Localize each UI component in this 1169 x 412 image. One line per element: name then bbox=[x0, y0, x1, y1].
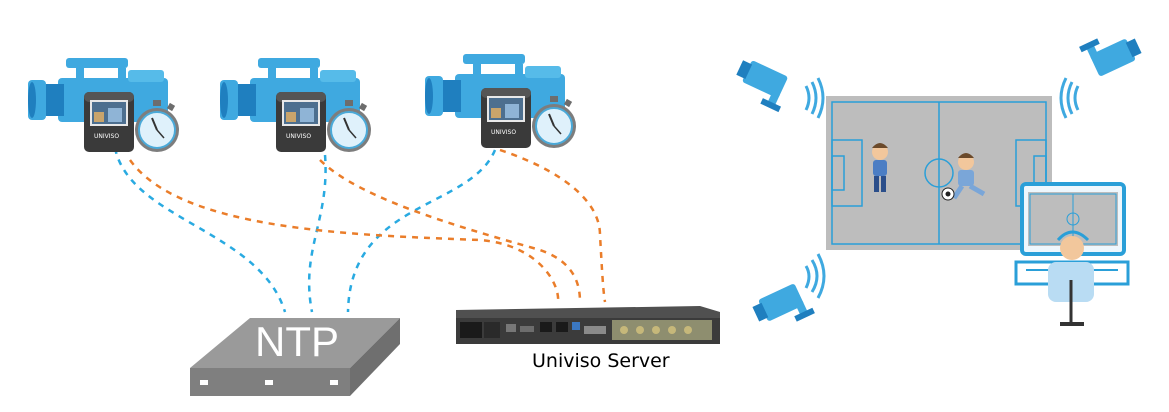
cctv-camera-bottom-left bbox=[750, 280, 815, 337]
orange-link-cam2-server bbox=[319, 159, 582, 303]
signal-waves-icon bbox=[804, 77, 825, 119]
blue-link-cam1-ntp bbox=[113, 147, 287, 313]
orange-link-cam3-server bbox=[499, 148, 607, 303]
signal-waves-icon bbox=[1059, 77, 1080, 119]
cctv-camera-top-left bbox=[729, 56, 794, 113]
ntp-switch-icon bbox=[190, 318, 400, 396]
cctv-camera-top-right bbox=[1079, 23, 1144, 80]
sync-connections bbox=[113, 147, 607, 313]
player-icon bbox=[872, 143, 888, 192]
player-icon bbox=[951, 153, 986, 200]
camera-unit-2 bbox=[219, 57, 372, 153]
blue-link-cam2-ntp bbox=[307, 154, 327, 313]
signal-waves-icon bbox=[804, 253, 826, 299]
soccer-field-icon bbox=[826, 96, 1052, 250]
camera-unit-1 bbox=[27, 57, 180, 153]
ntp-label: NTP bbox=[255, 318, 339, 365]
server-label: Univiso Server bbox=[532, 350, 670, 372]
rack-server-icon bbox=[456, 306, 720, 344]
soccer-ball-icon bbox=[941, 187, 955, 201]
operator-icon bbox=[1014, 230, 1130, 326]
blue-link-cam3-ntp bbox=[346, 149, 497, 313]
orange-link-cam1-server bbox=[128, 159, 560, 303]
camera-unit-3 bbox=[424, 53, 577, 149]
